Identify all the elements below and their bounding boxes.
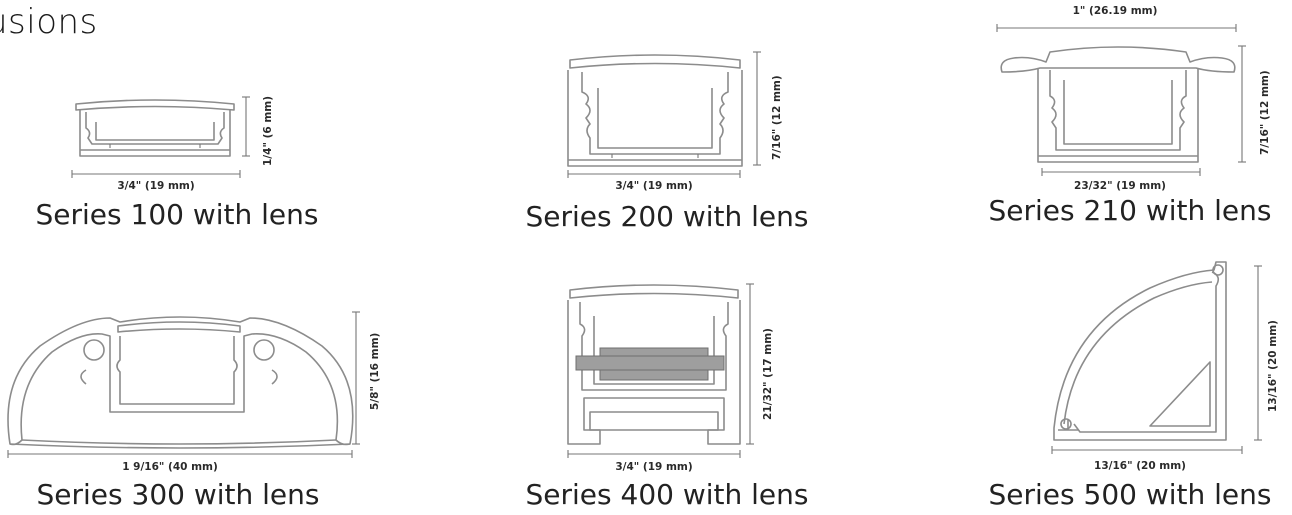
series-100-height-label: 1/4" (6 mm) bbox=[262, 96, 274, 166]
series-210-caption: Series 210 with lens bbox=[988, 194, 1272, 227]
series-100-width-label: 3/4" (19 mm) bbox=[117, 180, 194, 192]
series-200-height-dim: 7/16" (12 mm) bbox=[753, 51, 783, 166]
series-400-width-label: 3/4" (19 mm) bbox=[615, 461, 692, 473]
series-500-width-dim: 13/16" (20 mm) bbox=[1051, 446, 1243, 472]
series-300-width-dim: 1 9/16" (40 mm) bbox=[7, 450, 353, 473]
series-300-height-label: 5/8" (16 mm) bbox=[369, 333, 381, 410]
series-300-height-dim: 5/8" (16 mm) bbox=[352, 311, 381, 445]
series-500-profile bbox=[1053, 261, 1227, 441]
series-200-profile bbox=[567, 54, 743, 167]
series-210-width-dim: 23/32" (19 mm) bbox=[1041, 168, 1201, 192]
series-500-height-label: 13/16" (20 mm) bbox=[1267, 320, 1279, 412]
series-210-top-label: 1" (26.19 mm) bbox=[1073, 5, 1158, 17]
page-title: usions bbox=[0, 2, 98, 42]
series-500-caption: Series 500 with lens bbox=[988, 478, 1272, 511]
series-300-caption: Series 300 with lens bbox=[36, 478, 320, 511]
series-100-profile bbox=[75, 99, 235, 157]
series-210-height-label: 7/16" (12 mm) bbox=[1259, 70, 1271, 155]
series-100-width-dim: 3/4" (19 mm) bbox=[71, 170, 241, 192]
series-500-height-dim: 13/16" (20 mm) bbox=[1254, 265, 1279, 441]
series-200-caption: Series 200 with lens bbox=[525, 200, 809, 233]
series-400-caption: Series 400 with lens bbox=[525, 478, 809, 511]
series-200-width-dim: 3/4" (19 mm) bbox=[567, 170, 741, 192]
series-400-height-label: 21/32" (17 mm) bbox=[762, 328, 774, 420]
series-400-width-dim: 3/4" (19 mm) bbox=[567, 450, 741, 473]
series-300-width-label: 1 9/16" (40 mm) bbox=[122, 461, 218, 473]
series-210-width-label: 23/32" (19 mm) bbox=[1074, 180, 1166, 192]
series-500-width-label: 13/16" (20 mm) bbox=[1094, 460, 1186, 472]
series-300-profile bbox=[7, 316, 354, 449]
series-100-caption: Series 100 with lens bbox=[35, 198, 319, 231]
series-210-height-dim: 7/16" (12 mm) bbox=[1238, 45, 1271, 163]
series-200-height-label: 7/16" (12 mm) bbox=[771, 75, 783, 160]
series-210-top-dim: 1" (26.19 mm) bbox=[996, 5, 1237, 32]
series-400-profile bbox=[567, 284, 741, 445]
series-200-width-label: 3/4" (19 mm) bbox=[615, 180, 692, 192]
series-100-height-dim: 1/4" (6 mm) bbox=[242, 96, 274, 166]
series-210-profile bbox=[1000, 46, 1236, 163]
series-400-height-dim: 21/32" (17 mm) bbox=[746, 283, 774, 445]
